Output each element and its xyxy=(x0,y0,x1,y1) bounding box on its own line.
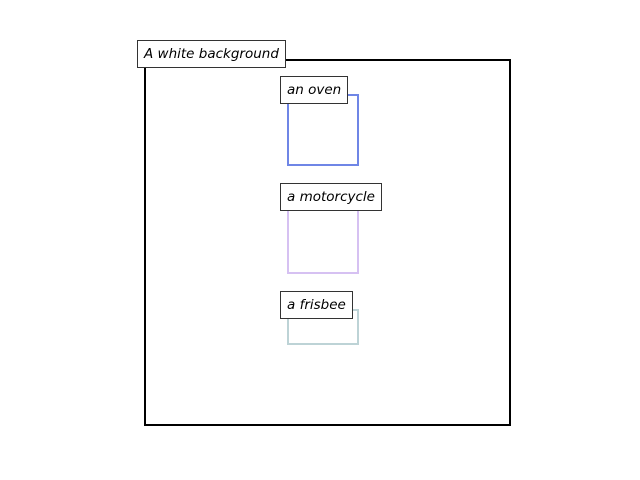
motorcycle-label: a motorcycle xyxy=(280,183,382,211)
oven-box xyxy=(287,94,359,166)
oven-label: an oven xyxy=(280,76,349,104)
frisbee-label: a frisbee xyxy=(280,291,353,319)
motorcycle-box xyxy=(287,203,359,274)
background-frame xyxy=(144,59,511,426)
background-label: A white background xyxy=(137,40,286,68)
